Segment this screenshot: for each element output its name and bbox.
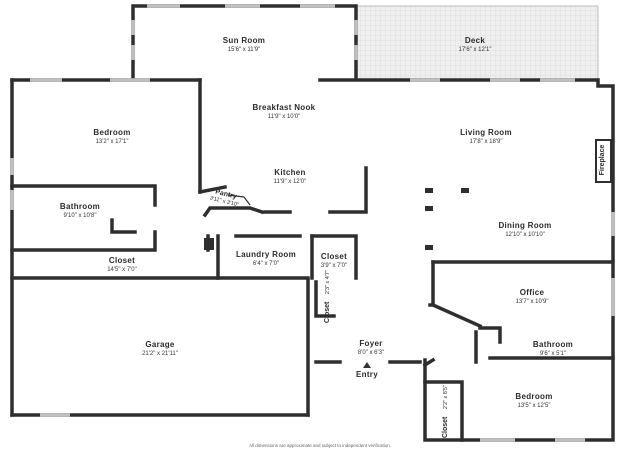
room-name: Breakfast Nook: [252, 103, 316, 112]
foyer-label: Foyer 8'0" x 6'3": [331, 339, 411, 357]
room-name: Laundry Room: [235, 250, 297, 259]
closet-bottom-label: Closet 2'2" x 8'5": [434, 385, 452, 438]
room-dimensions: 11'9" x 10'0": [267, 114, 301, 120]
room-dimensions: 17'8" x 18'9": [469, 139, 503, 145]
disclaimer-text: All dimensions are approximate and subje…: [248, 443, 392, 448]
room-name: Bathroom: [532, 340, 574, 349]
room-dimensions: 17'6" x 12'1": [458, 47, 492, 53]
room-name: Kitchen: [274, 168, 306, 177]
dining-room-label: Dining Room 12'10" x 10'10": [475, 221, 575, 239]
living-room-label: Living Room 17'8" x 18'9": [436, 128, 536, 146]
room-dimensions: 11'9" x 12'0": [273, 179, 307, 185]
room-name: Sun Room: [222, 36, 266, 45]
fireplace-label: Fireplace: [599, 137, 607, 183]
kitchen-label: Kitchen 11'9" x 12'0": [240, 168, 340, 186]
room-dimensions: 9'10" x 10'8": [63, 213, 97, 219]
closet-mid-label: Closet 3'9" x 7'0": [304, 252, 364, 270]
deck-label: Deck 17'6" x 12'1": [425, 36, 525, 54]
room-dimensions: 9'6" x 5'1": [539, 351, 567, 357]
counters: [227, 194, 251, 206]
entry-label: Entry: [342, 370, 392, 380]
closet-left-label: Closet 14'5" x 7'0": [72, 256, 172, 274]
room-name: Office: [519, 288, 545, 297]
room-dimensions: 6'4" x 7'0": [252, 261, 280, 267]
room-name: Entry: [356, 370, 378, 379]
garage-label: Garage 21'2" x 21'11": [110, 340, 210, 358]
closet-vertical-label: Closet 2'3" x 4'7": [316, 270, 334, 323]
fireplace-box: [595, 139, 612, 183]
room-name: Closet: [108, 256, 136, 265]
entry-arrow-icon: [363, 362, 371, 368]
room-dimensions: 15'6" x 11'9": [227, 47, 261, 53]
laundry-room-label: Laundry Room 6'4" x 7'0": [216, 250, 316, 268]
room-dimensions: 2'2" x 8'5": [443, 385, 449, 410]
sun-room-label: Sun Room 15'6" x 11'9": [194, 36, 294, 54]
room-name: Deck: [464, 36, 486, 45]
office-label: Office 13'7" x 10'9": [482, 288, 582, 306]
walls: [10, 4, 615, 442]
room-dimensions: 13'2" x 17'1": [95, 139, 129, 145]
room-name: Fireplace: [599, 144, 606, 176]
room-name: Living Room: [460, 128, 512, 137]
room-name: Foyer: [359, 339, 383, 348]
bathroom-right-label: Bathroom 9'6" x 5'1": [503, 340, 603, 358]
room-dimensions: 2'3" x 4'7": [325, 270, 331, 295]
windows: [10, 4, 615, 442]
room-name: Bathroom: [59, 202, 101, 211]
room-name: Bedroom: [515, 392, 553, 401]
room-name: Bedroom: [93, 128, 131, 137]
room-dimensions: 13'5" x 12'5": [517, 403, 551, 409]
bedroom-right-label: Bedroom 13'5" x 12'5": [484, 392, 584, 410]
room-dimensions: 12'10" x 10'10": [505, 232, 545, 238]
room-name: Dining Room: [498, 221, 552, 230]
bathroom-left-label: Bathroom 9'10" x 10'8": [30, 202, 130, 220]
columns: [204, 188, 469, 250]
room-dimensions: 21'2" x 21'11": [142, 351, 178, 357]
room-dimensions: 13'7" x 10'9": [515, 299, 549, 305]
room-dimensions: 3'9" x 7'0": [320, 263, 348, 269]
breakfast-nook-label: Breakfast Nook 11'9" x 10'0": [234, 103, 334, 121]
room-dimensions: 8'0" x 6'3": [357, 350, 385, 356]
room-name: Closet: [320, 252, 348, 261]
room-name: Closet: [442, 416, 449, 438]
room-dimensions: 14'5" x 7'0": [107, 267, 137, 273]
room-name: Garage: [145, 340, 175, 349]
bedroom-left-label: Bedroom 13'2" x 17'1": [62, 128, 162, 146]
room-name: Closet: [324, 301, 331, 323]
